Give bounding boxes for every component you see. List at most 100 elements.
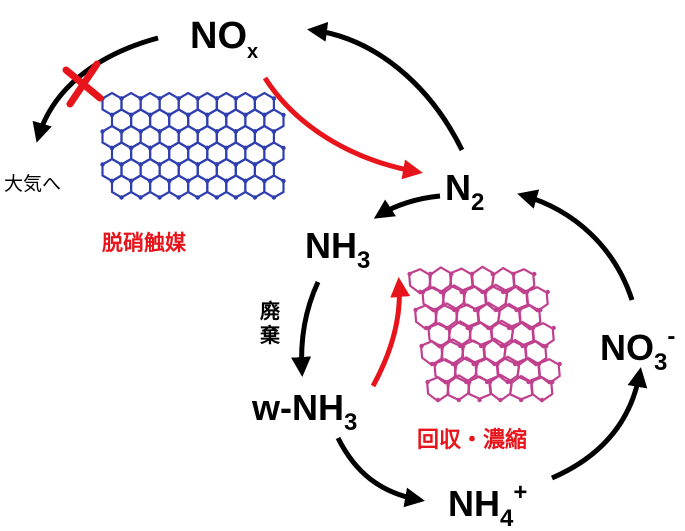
node-no3: NO3- (600, 323, 675, 376)
framework-atom (233, 195, 238, 200)
framework-atom (252, 129, 258, 134)
framework-atom (481, 343, 487, 349)
framework-ring (206, 174, 228, 199)
framework-atom (490, 271, 495, 277)
framework-atom (167, 145, 172, 151)
arrow-wnh3-to-nh3-recovery (370, 277, 411, 388)
label-denitration-catalyst: 脱硝触媒 (102, 231, 187, 255)
framework-atom (453, 361, 458, 367)
arrow-n2-to-nox (307, 21, 465, 152)
framework-atom (186, 112, 191, 118)
framework-atom (243, 145, 248, 151)
framework-ring (466, 375, 492, 401)
framework-ring (537, 357, 561, 385)
framework-ring (130, 174, 152, 199)
label-atmosphere: 大気へ (4, 173, 61, 195)
framework-atom (551, 325, 556, 331)
framework-atom (214, 129, 219, 134)
framework-ring (517, 303, 542, 331)
label-waste-2: 棄 (260, 323, 281, 347)
framework-atom (147, 178, 153, 184)
framework-atom (233, 96, 238, 101)
framework-atom (205, 178, 210, 184)
framework-ring (187, 174, 209, 199)
framework-atom (119, 162, 124, 167)
framework-atom (502, 343, 507, 349)
framework-atom (468, 325, 473, 331)
framework-ring (225, 174, 247, 199)
label-recovery: 回収・濃縮 (417, 427, 527, 453)
framework-atom (167, 112, 172, 118)
framework-atom (509, 325, 515, 331)
framework-atom (233, 162, 238, 167)
label-waste-1: 廃 (260, 299, 281, 323)
framework-atom (483, 289, 488, 295)
framework-atom (214, 195, 219, 200)
framework-atom (195, 195, 200, 200)
framework-atom (233, 129, 238, 134)
framework-atom (214, 96, 219, 101)
framework-atom (426, 325, 432, 331)
framework-atom (477, 397, 482, 403)
framework-atom (523, 343, 528, 349)
blocked-x-cross-icon (62, 60, 104, 108)
framework-ring (244, 174, 266, 199)
framework-atom (281, 145, 286, 151)
framework-atom (517, 307, 522, 313)
framework-ring (491, 266, 516, 293)
framework-atom (195, 96, 200, 101)
framework-atom (281, 178, 286, 184)
framework-ring (511, 267, 536, 295)
framework-ring (529, 375, 554, 403)
framework-ring (149, 174, 171, 199)
catalyst-structure-icon (100, 91, 286, 200)
framework-atom (262, 145, 267, 151)
framework-atom (252, 96, 258, 101)
framework-atom (557, 361, 562, 367)
framework-atom (515, 361, 521, 367)
framework-atom (224, 112, 229, 118)
framework-atom (413, 307, 418, 313)
framework-atom (487, 379, 493, 385)
framework-atom (138, 129, 143, 134)
framework-ring (425, 375, 450, 403)
framework-atom (495, 361, 500, 367)
framework-atom (224, 178, 229, 184)
framework-atom (195, 162, 200, 167)
node-nh3: NH3 (305, 225, 370, 274)
framework-atom (167, 178, 172, 184)
framework-atom (262, 178, 267, 184)
framework-atom (441, 289, 446, 295)
framework-atom (425, 379, 430, 385)
framework-atom (176, 129, 181, 134)
framework-atom (281, 112, 286, 118)
framework-atom (128, 112, 134, 118)
framework-atom (271, 195, 277, 200)
framework-ring (460, 339, 486, 365)
framework-atom (498, 397, 503, 403)
framework-ring (263, 174, 285, 199)
framework-ring (448, 267, 474, 293)
framework-atom (109, 112, 115, 118)
framework-atom (447, 325, 452, 331)
framework-ring (168, 174, 190, 199)
framework-atom (469, 271, 475, 277)
framework-atom (147, 112, 153, 118)
framework-atom (539, 397, 545, 403)
framework-atom (419, 343, 424, 349)
framework-atom (532, 271, 537, 277)
framework-atom (461, 343, 466, 349)
framework-atom (496, 307, 501, 313)
adsorbent-structure-icon (407, 265, 562, 403)
arrow-n2-to-nh3 (373, 193, 441, 219)
framework-atom (176, 195, 181, 200)
framework-ring (531, 321, 555, 349)
framework-atom (100, 162, 105, 167)
arrow-no3-to-n2 (517, 189, 635, 301)
framework-atom (435, 397, 441, 403)
framework-ring (525, 285, 549, 313)
framework-atom (186, 145, 191, 151)
node-nh4: NH4+ (448, 479, 527, 531)
